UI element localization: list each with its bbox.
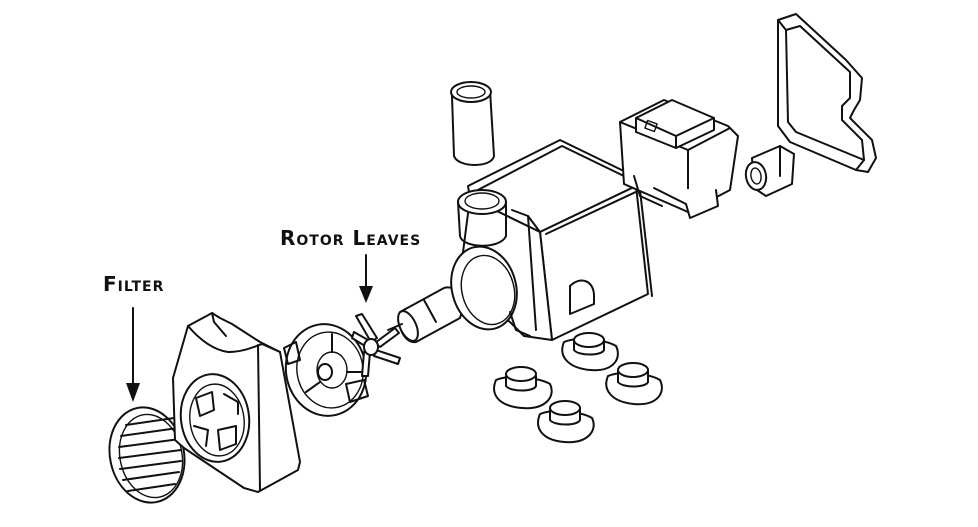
motor-block [619, 99, 739, 219]
suction-cup-4 [537, 400, 595, 444]
filter-label: Filter [103, 272, 165, 296]
filter-grille [108, 406, 186, 504]
outlet-tube [450, 81, 495, 166]
rotor-magnet [387, 286, 463, 344]
rotor-leaves [351, 313, 401, 377]
suction-cup-1 [493, 366, 553, 410]
rotor-arrow [359, 254, 373, 303]
suction-cup-2 [561, 332, 619, 372]
suction-cup-3 [605, 362, 663, 406]
frame-cover [777, 13, 877, 173]
filter-arrow [126, 307, 140, 402]
rotor-housing-plate [283, 323, 369, 417]
rotor-leaves-label: Rotor Leaves [280, 226, 422, 250]
front-cover [172, 312, 301, 493]
pump-body [450, 139, 653, 341]
connector-pipe [744, 145, 795, 197]
